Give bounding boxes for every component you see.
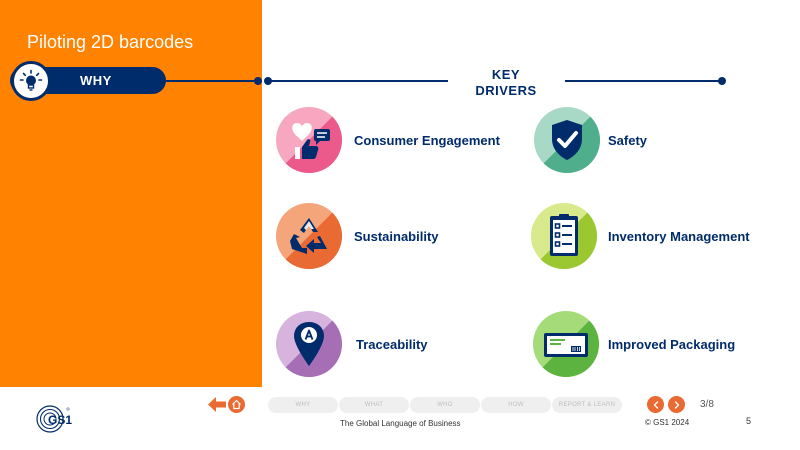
footer-tagline: The Global Language of Business — [340, 419, 461, 428]
page-indicator: 3/8 — [700, 399, 714, 410]
prev-button[interactable] — [647, 396, 664, 413]
connector-line-left — [166, 80, 258, 82]
chevron-right-icon — [674, 400, 679, 409]
gs1-logo: GS1 — [36, 404, 84, 441]
recycle-icon — [276, 203, 342, 269]
connector-line-middle — [268, 80, 448, 82]
back-arrow-icon[interactable] — [208, 397, 226, 417]
home-button[interactable] — [228, 396, 245, 413]
home-icon — [232, 399, 241, 410]
lightbulb-icon — [11, 61, 51, 101]
chevron-left-icon — [653, 400, 658, 409]
connector-dot — [718, 77, 726, 85]
section-label: WHY — [80, 73, 112, 88]
driver-label: Sustainability — [354, 229, 439, 244]
connector-line-right — [565, 80, 721, 82]
shield-check-icon — [534, 107, 600, 173]
left-orange-panel — [0, 0, 262, 387]
driver-label: Consumer Engagement — [354, 133, 500, 148]
slide-number: 5 — [746, 416, 752, 426]
next-button[interactable] — [668, 396, 685, 413]
svg-text:GS1: GS1 — [48, 413, 72, 427]
location-pin-icon — [276, 311, 342, 377]
tab-who[interactable]: WHO — [410, 397, 480, 413]
key-drivers-heading: KEY DRIVERS — [475, 67, 537, 98]
copyright: © GS1 2024 — [645, 418, 690, 427]
tab-what[interactable]: WHAT — [339, 397, 409, 413]
package-label-icon — [533, 311, 599, 377]
driver-label: Safety — [608, 133, 648, 148]
tab-report-learn[interactable]: REPORT & LEARN — [552, 397, 622, 413]
driver-label: Traceability — [356, 337, 428, 352]
connector-dot — [254, 77, 262, 85]
tab-why[interactable]: WHY — [268, 397, 338, 413]
driver-label: Inventory Management — [608, 229, 750, 244]
driver-label: Improved Packaging — [608, 337, 736, 352]
checklist-icon — [531, 203, 597, 269]
tab-how[interactable]: HOW — [481, 397, 551, 413]
page-title: Piloting 2D barcodes — [27, 32, 194, 52]
heart-chat-thumb-icon — [276, 107, 342, 173]
